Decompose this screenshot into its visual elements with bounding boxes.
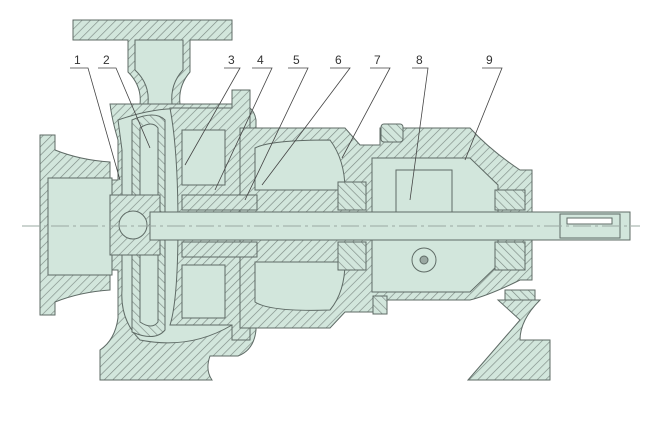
support-foot bbox=[466, 289, 551, 381]
callout-8: 8 bbox=[416, 53, 423, 67]
callout-5: 5 bbox=[293, 53, 300, 67]
oil-filler-cap bbox=[380, 123, 404, 143]
callout-9: 9 bbox=[486, 53, 493, 67]
drain-plug bbox=[372, 295, 388, 315]
callout-leaders bbox=[70, 67, 503, 201]
callout-3: 3 bbox=[228, 53, 235, 67]
discharge-nozzle bbox=[72, 19, 233, 105]
bearing-outboard bbox=[494, 189, 526, 271]
callout-6: 6 bbox=[335, 53, 342, 67]
shaft-sleeve bbox=[181, 194, 258, 258]
callout-labels: 1 2 3 4 5 6 7 8 9 bbox=[74, 53, 493, 67]
callout-1: 1 bbox=[74, 53, 81, 67]
callout-4: 4 bbox=[257, 53, 264, 67]
callout-7: 7 bbox=[374, 53, 381, 67]
bearing-inboard bbox=[337, 181, 367, 271]
callout-2: 2 bbox=[103, 53, 110, 67]
suction-flange bbox=[39, 134, 113, 316]
